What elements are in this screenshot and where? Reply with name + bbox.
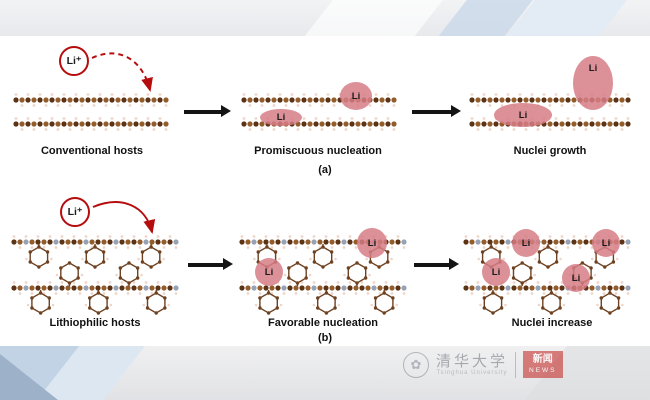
panel-label-lithiophilic-hosts: Lithiophilic hosts: [49, 317, 141, 329]
news-badge: 新闻 NEWS: [523, 351, 563, 378]
university-name-en: Tsinghua University: [436, 369, 508, 376]
panel-label-nuclei-increase: Nuclei increase: [511, 317, 593, 329]
university-name-cn: 清华大学: [436, 353, 509, 370]
news-badge-cn: 新闻: [532, 354, 553, 365]
li-nucleus-blob: Li: [255, 258, 283, 286]
watermark-divider: [515, 351, 517, 378]
li-nucleus-blob: Li: [340, 82, 372, 110]
li-ion-badge: Li⁺: [60, 197, 90, 227]
molecule-favorable-nucleation: [239, 235, 407, 315]
li-nucleus-blob: Li: [494, 103, 552, 127]
right-arrow: [188, 258, 233, 270]
panel-label-nuclei-growth: Nuclei growth: [513, 145, 587, 157]
molecule-lithiophilic-host: [11, 235, 179, 315]
li-nucleus-blob: Li: [260, 109, 302, 126]
tsinghua-logo-icon: ✿: [403, 351, 429, 378]
li-nucleus-blob: Li: [592, 229, 620, 257]
watermark: ✿ 清华大学 Tsinghua University 新闻 NEWS: [403, 351, 563, 378]
panel-label-conventional-hosts: Conventional hosts: [40, 145, 144, 157]
panel-label-favorable-nucleation: Favorable nucleation: [267, 317, 379, 329]
news-badge-en: NEWS: [529, 367, 557, 374]
university-name: 清华大学 Tsinghua University: [436, 354, 508, 376]
right-arrow: [184, 105, 231, 117]
panel-label-promiscuous-nucleation: Promiscuous nucleation: [254, 145, 382, 157]
li-ion-badge: Li⁺: [59, 46, 89, 76]
molecule-conventional-host: [13, 93, 169, 131]
li-nucleus-blob: Li: [512, 229, 540, 257]
deco-corner-triangle: [0, 354, 58, 400]
row-tag-a: (a): [318, 164, 332, 176]
li-nucleus-blob: Li: [357, 228, 387, 258]
top-decoration-band: [0, 0, 650, 36]
right-arrow: [412, 105, 461, 117]
li-nucleus-blob: Li: [562, 264, 590, 292]
li-nucleus-blob: Li: [482, 258, 510, 286]
right-arrow: [414, 258, 459, 270]
row-tag-b: (b): [317, 332, 333, 344]
deco-shape: [290, 0, 456, 36]
li-nucleus-blob: Li: [573, 56, 613, 110]
